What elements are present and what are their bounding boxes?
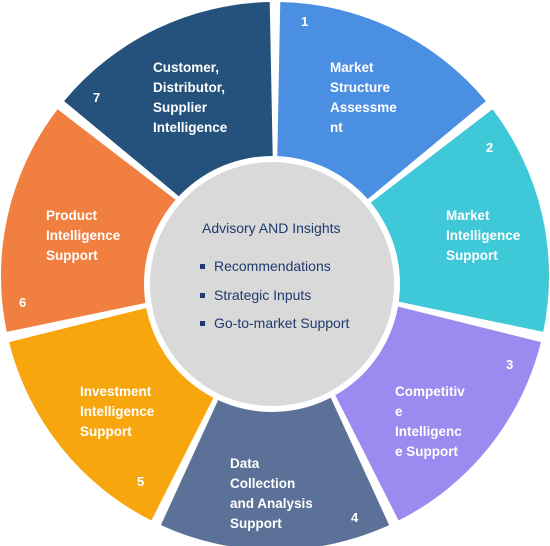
center-bullet-list: Recommendations Strategic Inputs Go-to-m… <box>198 258 349 344</box>
segment-label-line: Investment <box>80 384 152 399</box>
segment-label-line: Intelligence <box>446 228 521 243</box>
segment-label-line: Intelligence <box>153 120 228 135</box>
segment-6 <box>1 109 193 332</box>
bullet-icon <box>200 264 205 269</box>
segment-label-line: Competitiv <box>395 384 465 399</box>
segment-label-line: Structure <box>330 80 391 95</box>
segment-1-number: 1 <box>301 14 309 29</box>
segment-label-line: nt <box>330 120 343 135</box>
segment-label-line: Support <box>230 516 282 531</box>
segment-label-line: e Support <box>395 444 458 459</box>
segment-label-line: Collection <box>230 476 296 491</box>
segment-label-line: Assessme <box>330 100 397 115</box>
center-hub <box>150 162 394 406</box>
center-bullet-item: Recommendations <box>198 258 349 287</box>
segment-label-line: Supplier <box>153 100 208 115</box>
segment-label-line: Market <box>330 60 374 75</box>
segment-7 <box>64 2 274 210</box>
center-bullet-text: Recommendations <box>214 258 331 274</box>
segment-4-number: 4 <box>351 510 359 525</box>
segment-label-line: Support <box>46 248 98 263</box>
segment-label-line: Product <box>46 208 98 223</box>
center-bullet-item: Strategic Inputs <box>198 287 349 316</box>
bullet-icon <box>200 292 205 298</box>
segment-2-number: 2 <box>486 140 494 155</box>
segment-label-line: Distributor, <box>153 80 226 95</box>
segment-1 <box>276 2 486 210</box>
segment-5-number: 5 <box>137 474 145 489</box>
segment-3 <box>321 301 541 521</box>
segment-3-number: 3 <box>506 357 514 372</box>
segment-label-line: Intelligenc <box>395 424 462 439</box>
segment-4 <box>160 370 390 546</box>
segment-label-line: Data <box>230 456 260 471</box>
segment-7-number: 7 <box>93 90 101 105</box>
segment-label-line: Intelligence <box>46 228 121 243</box>
segment-label-line: Support <box>446 248 498 263</box>
segment-label-line: Support <box>80 424 132 439</box>
segment-label-line: e <box>395 404 403 419</box>
center-bullet-text: Strategic Inputs <box>214 286 312 303</box>
bullet-icon <box>200 321 205 326</box>
segment-label-line: Customer, <box>153 60 220 75</box>
center-bullet-item: Go-to-market Support <box>198 315 349 344</box>
segment-label-line: Market <box>446 208 490 223</box>
center-title: Advisory AND Insights <box>202 220 341 236</box>
segment-2 <box>357 109 550 332</box>
center-bullet-text: Go-to-market Support <box>214 315 350 331</box>
segment-label-line: and Analysis <box>230 496 313 511</box>
segment-label-line: Intelligence <box>80 404 155 419</box>
segment-6-number: 6 <box>19 295 27 310</box>
